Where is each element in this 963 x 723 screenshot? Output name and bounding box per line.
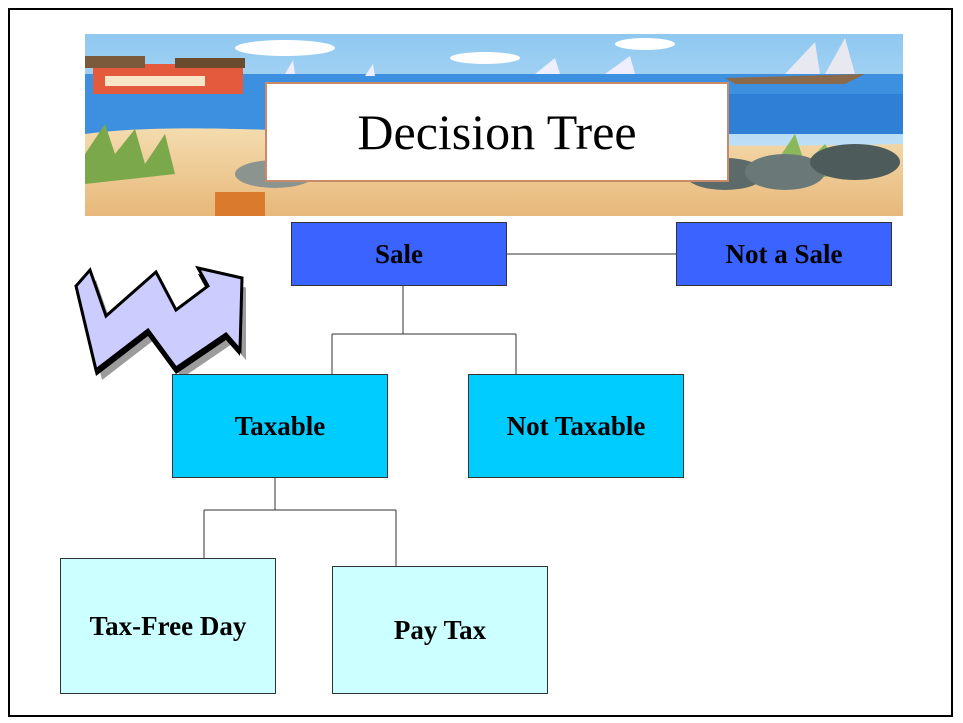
node-pay-tax: Pay Tax bbox=[332, 566, 548, 694]
node-sale: Sale bbox=[291, 222, 507, 286]
node-pay-tax-label: Pay Tax bbox=[393, 614, 487, 645]
slide-title: Decision Tree bbox=[357, 104, 637, 160]
slide: Decision Tree Sale Not a Sale bbox=[8, 8, 953, 717]
node-tax-free-day: Tax-Free Day bbox=[60, 558, 276, 694]
node-taxable: Taxable bbox=[172, 374, 388, 478]
zigzag-arrow-icon bbox=[56, 240, 248, 395]
node-sale-label: Sale bbox=[374, 238, 423, 269]
node-tax-free-day-label: Tax-Free Day bbox=[89, 610, 247, 641]
node-not-a-sale: Not a Sale bbox=[676, 222, 892, 286]
node-taxable-label: Taxable bbox=[234, 410, 326, 441]
node-not-taxable: Not Taxable bbox=[468, 374, 684, 478]
node-not-a-sale-label: Not a Sale bbox=[725, 238, 843, 269]
title-box: Decision Tree bbox=[265, 82, 729, 182]
node-not-taxable-label: Not Taxable bbox=[506, 410, 646, 441]
connector-lines bbox=[203, 253, 676, 566]
